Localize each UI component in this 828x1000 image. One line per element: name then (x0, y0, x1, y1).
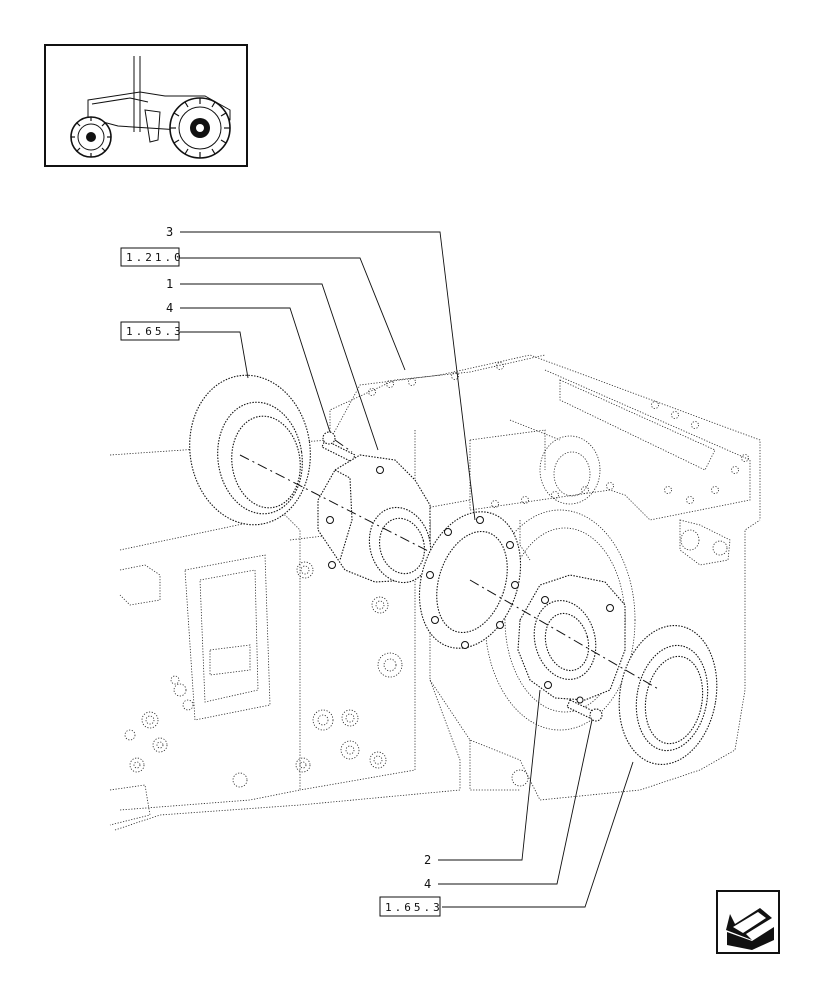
axis-line-right (469, 579, 661, 691)
callout-4-bottom: 4 (424, 877, 433, 891)
leader-lines (180, 231, 634, 908)
ref-box-1-65-3-left: 1.65.3 (120, 321, 184, 341)
left-seal-ring (189, 374, 311, 526)
callout-2: 2 (424, 853, 433, 867)
axis-line-left (239, 454, 431, 553)
ref-label-1-65-3-right: 1.65.3 (385, 901, 443, 914)
bolt-bottom (566, 699, 603, 722)
bearing-cage-left (317, 454, 432, 584)
back-arrow-icon[interactable] (716, 890, 780, 954)
axis-line-bolt (334, 439, 353, 453)
tractor-thumbnail-icon (44, 44, 248, 167)
bearing-cage-right (517, 574, 626, 704)
callout-4-top: 4 (166, 301, 175, 315)
right-seal-ring (618, 625, 718, 765)
ref-box-1-21-0: 1.21.0 (120, 247, 184, 267)
ref-box-1-65-3-right: 1.65.3 (379, 896, 443, 917)
ref-label-1-21-0: 1.21.0 (126, 251, 184, 264)
ref-label-1-65-3-left: 1.65.3 (126, 325, 184, 338)
bolt-top (321, 431, 356, 463)
callout-3: 3 (166, 225, 175, 239)
callout-1: 1 (166, 277, 175, 291)
